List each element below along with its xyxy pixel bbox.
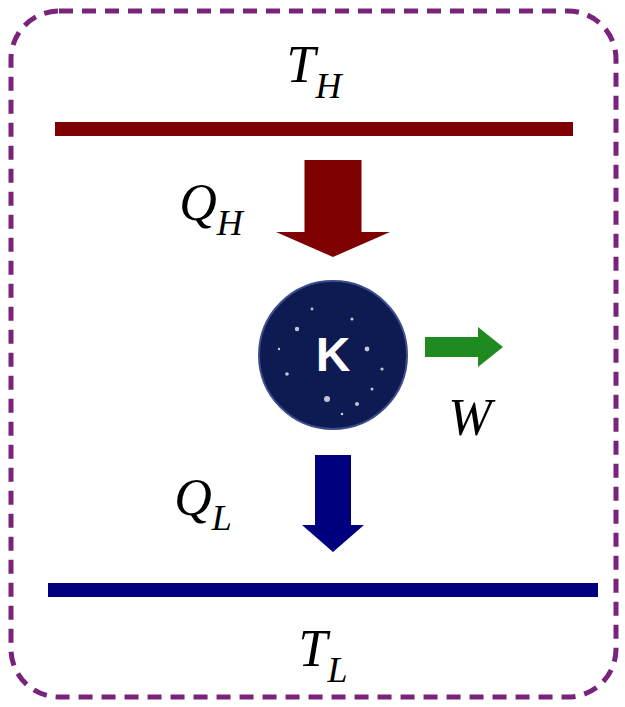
- engine-outline: [259, 281, 407, 429]
- star-dot: [380, 367, 383, 370]
- star-dot: [285, 372, 289, 376]
- heat-reservoir: TL: [48, 583, 598, 688]
- star-dot: [355, 402, 359, 406]
- temperature-label: TH: [287, 39, 342, 104]
- star-dot: [324, 396, 330, 402]
- heat-label: QL: [174, 471, 232, 536]
- work-label: W: [448, 392, 491, 444]
- engine-label: K: [316, 331, 351, 379]
- heat-flow-arrow: [276, 160, 390, 257]
- star-dot: [350, 317, 353, 320]
- heat-reservoir: TH: [55, 39, 573, 136]
- star-dot: [278, 348, 280, 350]
- star-dot: [295, 327, 299, 331]
- heat-label: QH: [179, 176, 243, 241]
- system-boundary: [11, 11, 616, 697]
- reservoir-bar: [55, 122, 573, 136]
- star-dot: [311, 308, 314, 311]
- star-dot: [371, 388, 374, 391]
- temperature-label: TL: [299, 623, 348, 688]
- reservoir-bar: [48, 583, 598, 597]
- heat-flow-arrow: [302, 455, 364, 552]
- engine-circle: K: [257, 279, 409, 431]
- star-dot: [341, 413, 344, 416]
- work-arrow: [425, 327, 503, 367]
- star-dot: [365, 347, 370, 352]
